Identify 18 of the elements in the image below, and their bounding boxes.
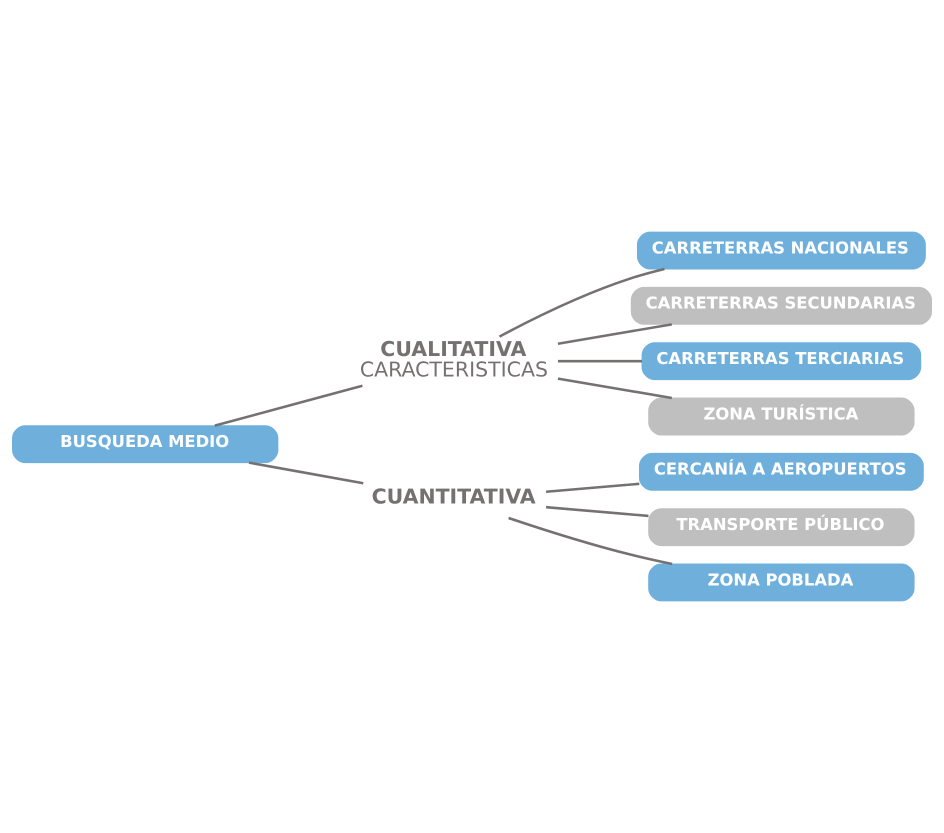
node-box: CERCANÍA A AEROPUERTOS [638, 452, 924, 491]
connector [214, 384, 363, 427]
connector [508, 516, 672, 566]
connector [546, 506, 649, 518]
node-box: BUSQUEDA MEDIO [12, 425, 278, 464]
connector [558, 377, 672, 400]
connector [498, 268, 665, 338]
node-box: ZONA POBLADA [648, 564, 915, 602]
node-box: CARRETERRAS NACIONALES [636, 232, 926, 270]
node-box: CARRETERRAS SECUNDARIAS [630, 286, 932, 325]
node-text: CUANTITATIVA [372, 484, 536, 509]
node-box: TRANSPORTE PÚBLICO [648, 508, 915, 546]
connector [248, 461, 364, 484]
node-box: ZONA TURÍSTICA [648, 398, 915, 436]
node-box: CARRETERRAS TERCIARIAS [642, 342, 922, 380]
connector [546, 482, 640, 494]
node-text: CUALITATIVA CARACTERISTICAS [360, 337, 548, 382]
connector [558, 360, 642, 362]
